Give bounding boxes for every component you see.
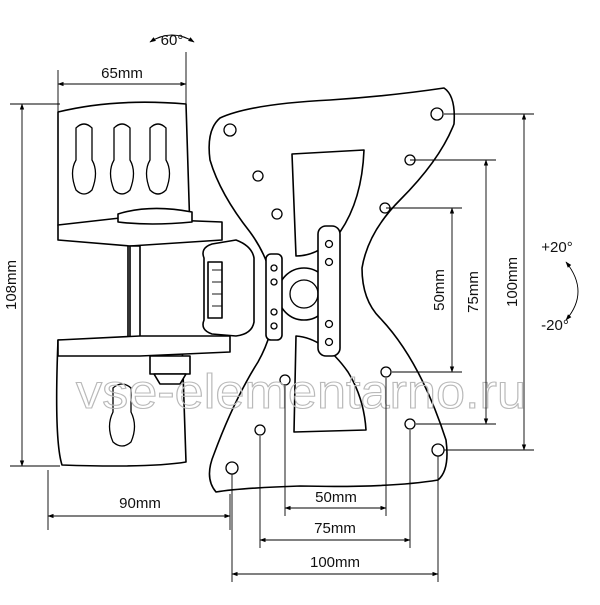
label-75mm-h: 75mm: [314, 520, 356, 537]
label-50mm-v: 50mm: [431, 269, 448, 311]
vesa-hole: [271, 208, 283, 220]
label-minus20: -20°: [541, 317, 569, 334]
dim-bracket-height: 108mm: [3, 103, 60, 467]
keyhole-slot: [145, 123, 171, 195]
vesa-plate: [208, 87, 456, 493]
vesa-hole: [380, 366, 392, 378]
label-100mm-h: 100mm: [310, 554, 360, 571]
vesa-hole: [252, 170, 264, 182]
swivel-angle: 60°: [149, 32, 195, 49]
label-75mm-v: 75mm: [465, 271, 482, 313]
keyhole-slot: [109, 123, 135, 195]
label-90mm: 90mm: [119, 495, 161, 512]
label-60deg: 60°: [161, 32, 184, 49]
dim-vesa-horizontal: 50mm 75mm 100mm: [231, 378, 439, 582]
tilt-knob: [202, 239, 255, 337]
label-65mm: 65mm: [101, 65, 143, 82]
tilt-angle: +20° -20°: [541, 239, 579, 334]
dim-bracket-width: 65mm: [57, 52, 187, 112]
keyhole-slot: [108, 383, 136, 447]
vesa-hole: [254, 424, 266, 436]
label-plus20: +20°: [541, 239, 572, 256]
dim-depth: 90mm: [47, 470, 231, 530]
dim-vesa-vertical: 50mm 75mm 100mm: [386, 113, 534, 451]
vesa-hole: [279, 374, 291, 386]
keyhole-slot: [71, 123, 97, 195]
vesa-hole: [225, 461, 239, 475]
label-50mm-h: 50mm: [315, 489, 357, 506]
vesa-hole: [404, 418, 416, 430]
label-100mm-v: 100mm: [504, 257, 521, 307]
watermark: vse-elementarno.ru: [76, 366, 526, 419]
vesa-hole: [430, 107, 444, 121]
vesa-hole: [431, 443, 445, 457]
label-108mm: 108mm: [3, 260, 20, 310]
wall-plate: [55, 101, 231, 467]
vesa-hole: [223, 123, 237, 137]
